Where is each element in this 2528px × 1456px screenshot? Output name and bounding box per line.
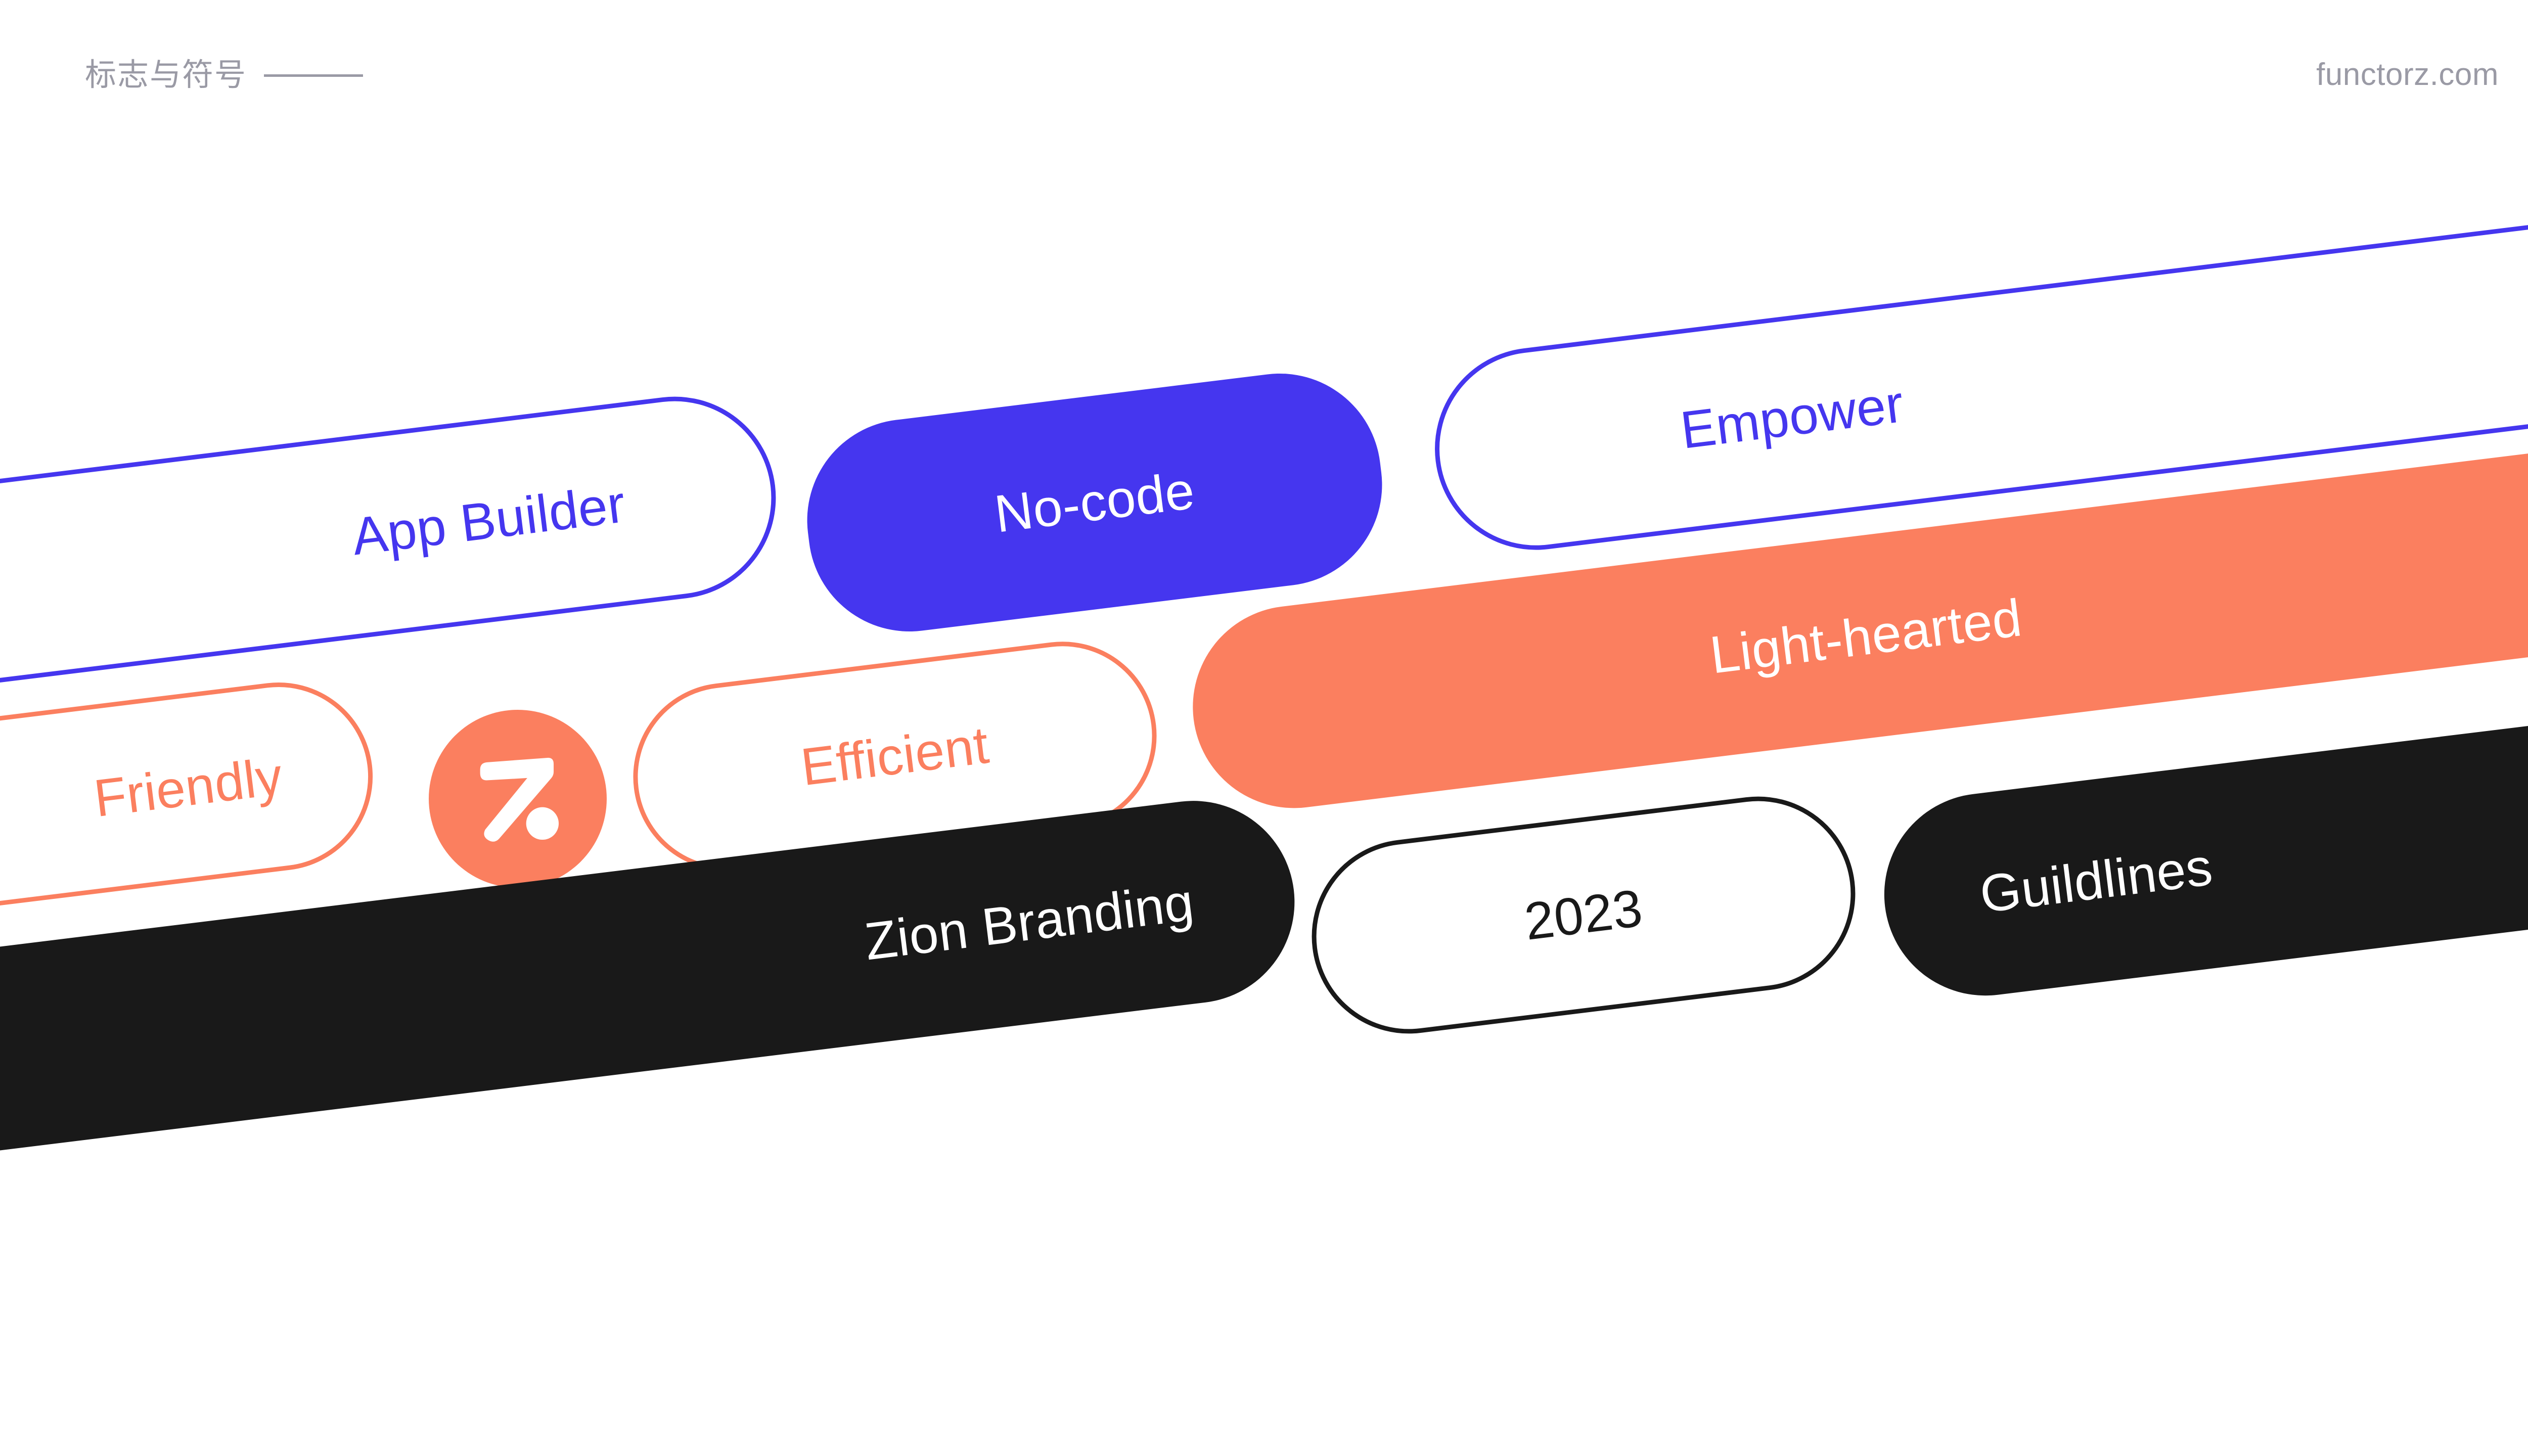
pill-year-label: 2023 (1521, 879, 1646, 951)
header-rule-line (264, 74, 364, 77)
pill-empower-label: Empower (1677, 374, 1907, 460)
pill-no-code-label: No-code (991, 461, 1198, 544)
pill-guildlines[interactable]: Guildlines (1872, 701, 2528, 1008)
pill-year[interactable]: 2023 (1300, 785, 1867, 1045)
pill-app-builder-label: App Builder (348, 475, 629, 567)
pill-efficient-label: Efficient (798, 715, 992, 797)
pill-zion-branding-label: Zion Branding (862, 873, 1197, 972)
pill-guildlines-label: Guildlines (1976, 837, 2216, 925)
pill-no-code[interactable]: No-code (795, 362, 1394, 643)
pill-friendly-label: Friendly (91, 747, 286, 829)
section-label: 标志与符号 (85, 58, 247, 93)
pill-light-hearted-label: Light-hearted (1707, 588, 2025, 685)
pill-friendly[interactable]: Friendly (0, 671, 384, 930)
header-left-group: 标志与符号 (85, 58, 364, 93)
site-url-label: functorz.com (2316, 57, 2499, 92)
zion-logo-icon[interactable] (429, 710, 607, 888)
pill-app-builder[interactable]: App Builder (0, 385, 788, 703)
